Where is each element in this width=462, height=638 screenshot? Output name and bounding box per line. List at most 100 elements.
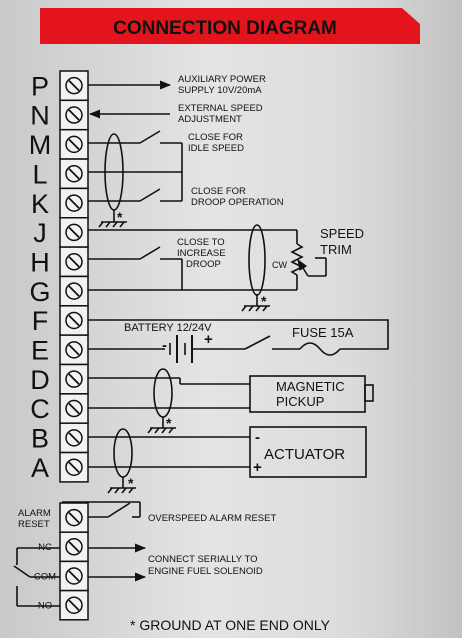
aux-terminal-cell xyxy=(59,589,89,621)
actuator-plus: + xyxy=(253,459,262,476)
labels: AUXILIARY POWER SUPPLY 10V/20mA EXTERNAL… xyxy=(18,74,364,633)
alarm-reset-label-2: RESET xyxy=(18,519,50,530)
droop-label-2: DROOP OPERATION xyxy=(191,197,284,208)
increase-droop-label-3: DROOP xyxy=(186,259,221,270)
main-terminal-label: E xyxy=(31,336,49,366)
actuator-box xyxy=(249,426,367,478)
pickup-label-2: PICKUP xyxy=(276,394,324,409)
screw-slot xyxy=(68,138,80,151)
actuator-label: ACTUATOR xyxy=(264,446,345,463)
battery-label: BATTERY 12/24V xyxy=(124,322,212,334)
main-terminal: D xyxy=(30,363,89,395)
screw-slot xyxy=(68,256,80,268)
screw-slot xyxy=(68,344,80,356)
idle-label: CLOSE FOR xyxy=(188,132,243,143)
increase-droop-label: CLOSE TO xyxy=(177,237,225,248)
main-terminal-label: L xyxy=(32,159,47,189)
shield-dc xyxy=(153,368,173,418)
switch-idle xyxy=(139,130,161,144)
idle-label-2: IDLE SPEED xyxy=(188,143,244,154)
switch-battery xyxy=(244,335,271,350)
aux-power-label-2: SUPPLY 10V/20mA xyxy=(178,85,262,96)
solenoid-label: CONNECT SERIALLY TO xyxy=(148,554,257,565)
title-banner xyxy=(40,8,420,44)
aux-terminal: COM xyxy=(34,560,89,592)
main-terminal-label: H xyxy=(30,247,50,277)
screw-slot xyxy=(68,226,80,239)
battery-minus: - xyxy=(162,337,167,354)
main-terminal-label: M xyxy=(29,130,52,160)
solenoid-label-2: ENGINE FUEL SOLENOID xyxy=(148,566,263,577)
aux-terminal: NO xyxy=(38,589,89,621)
switch-alarm-reset xyxy=(107,502,131,518)
main-terminal: M xyxy=(29,128,89,160)
switch-droop xyxy=(139,188,161,202)
overspeed-reset-label: OVERSPEED ALARM RESET xyxy=(148,513,276,524)
ground-star-mlk: * xyxy=(117,209,123,225)
ground-star-dc: * xyxy=(166,415,172,431)
screw-slot xyxy=(68,168,80,180)
screw-slot xyxy=(68,432,80,444)
main-terminal-label: J xyxy=(33,218,47,248)
main-terminal: A xyxy=(31,451,89,483)
speed-trim-label: SPEED xyxy=(320,226,364,241)
switch-increase-droop xyxy=(139,246,161,260)
main-terminal: E xyxy=(31,334,89,366)
screw-slot xyxy=(68,109,80,121)
screw-slot xyxy=(68,541,80,553)
actuator-minus: - xyxy=(255,429,260,446)
droop-label: CLOSE FOR xyxy=(191,186,246,197)
main-terminal: P xyxy=(31,70,89,101)
aux-terminal xyxy=(59,502,89,533)
screw-slot xyxy=(68,461,80,473)
main-terminal-label: K xyxy=(31,189,49,219)
main-terminal-label: F xyxy=(32,306,49,336)
main-terminal-label: C xyxy=(30,394,50,424)
main-terminal: J xyxy=(33,217,89,248)
battery-plus: + xyxy=(204,331,213,348)
fuse-symbol xyxy=(299,342,341,356)
cw-label: CW xyxy=(272,260,287,270)
ext-speed-label: EXTERNAL SPEED xyxy=(178,103,263,114)
diagram-title: CONNECTION DIAGRAM xyxy=(113,18,337,39)
main-terminal-label: G xyxy=(29,277,50,307)
main-terminal-cell xyxy=(59,246,89,278)
main-terminal: K xyxy=(31,187,89,219)
pickup-label: MAGNETIC xyxy=(276,379,345,394)
main-terminal-label: A xyxy=(31,453,49,483)
increase-droop-label-2: INCREASE xyxy=(177,248,226,259)
shield-jhg xyxy=(248,224,266,296)
screw-slot xyxy=(68,80,80,92)
screw-slot xyxy=(68,373,80,385)
ground-star-jhg: * xyxy=(261,293,267,309)
screw-slot xyxy=(68,570,80,582)
main-terminal: C xyxy=(30,393,89,424)
ground-star-ba: * xyxy=(128,475,134,491)
main-terminal: H xyxy=(30,246,89,278)
speed-trim-label-2: TRIM xyxy=(320,242,352,257)
fuse-label: FUSE 15A xyxy=(292,325,354,340)
screw-slot xyxy=(68,285,80,297)
screw-slot xyxy=(68,314,80,327)
screw-slot xyxy=(68,197,80,209)
main-terminal: G xyxy=(29,275,89,307)
main-terminal: L xyxy=(32,158,89,189)
main-terminal: B xyxy=(31,422,89,454)
pickup-tip xyxy=(364,384,374,402)
relay-contact xyxy=(13,565,31,578)
screw-slot xyxy=(68,599,80,611)
aux-power-label: AUXILIARY POWER xyxy=(178,74,266,85)
main-terminal: N xyxy=(30,99,89,131)
ext-speed-label-2: ADJUSTMENT xyxy=(178,114,242,125)
screw-slot xyxy=(68,402,80,415)
screw-slot xyxy=(68,511,80,524)
wiring xyxy=(13,80,389,607)
main-terminal: F xyxy=(32,305,89,336)
wire-f xyxy=(88,319,389,350)
aux-terminal: NC xyxy=(38,531,89,563)
main-terminal-label: D xyxy=(30,365,50,395)
speed-trim-pot xyxy=(290,243,304,276)
